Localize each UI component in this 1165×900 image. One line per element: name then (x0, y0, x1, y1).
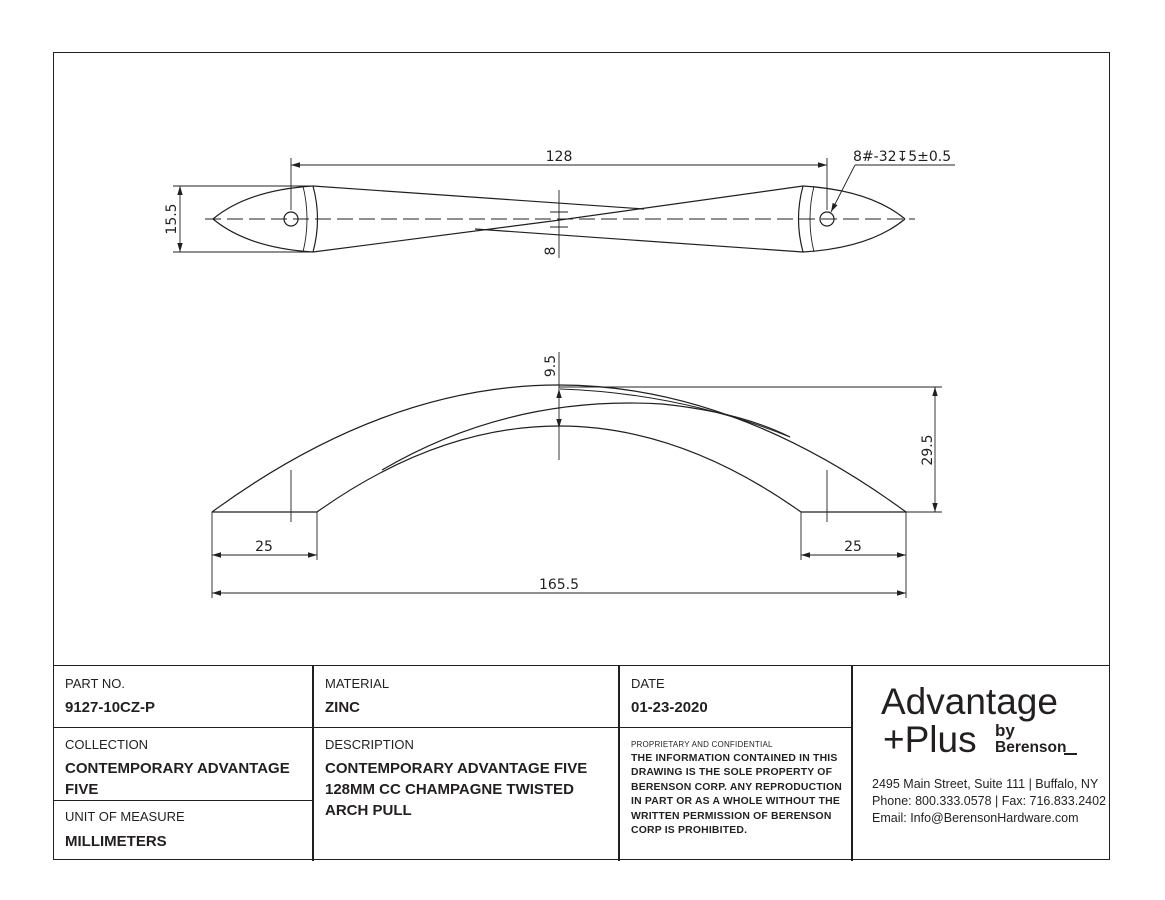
brand-cell: Advantage +Plus by Berenson 2495 Main St… (853, 666, 1110, 861)
dim-label-8: 8 (543, 247, 559, 256)
collection-value-line2: FIVE (65, 781, 99, 798)
hole-callout-leader (830, 164, 856, 213)
description-value-line2: 128MM CC CHAMPAGNE TWISTED (325, 781, 574, 798)
left-end-cap-curve (312, 185, 319, 253)
right-end-cap-curve (797, 185, 804, 253)
proprietary-line: IN PART OR AS A WHOLE WITHOUT THE (631, 796, 841, 808)
part-number-label: PART NO. (65, 676, 125, 691)
collection-cell: COLLECTION CONTEMPORARY ADVANTAGE FIVE (53, 728, 312, 800)
company-email: Email: Info@BerensonHardware.com (872, 811, 1079, 825)
date-label: DATE (631, 676, 665, 691)
dim-label-15-5: 15.5 (164, 203, 180, 234)
material-cell: MATERIAL ZINC (313, 666, 618, 727)
title-block-divider (851, 666, 853, 861)
dim-label-165-5: 165.5 (539, 577, 579, 593)
proprietary-heading: PROPRIETARY AND CONFIDENTIAL (631, 740, 773, 749)
title-block: PART NO. 9127-10CZ-P MATERIAL ZINC DATE … (53, 665, 1110, 861)
brand-logo-by: by (995, 721, 1015, 740)
unit-label: UNIT OF MEASURE (65, 809, 185, 824)
part-number-cell: PART NO. 9127-10CZ-P (53, 666, 312, 727)
proprietary-line: CORP IS PROHIBITED. (631, 825, 748, 837)
dim-label-25-right: 25 (844, 539, 862, 555)
bar-edge (312, 185, 645, 210)
proprietary-line: BERENSON CORP. ANY REPRODUCTION (631, 781, 842, 793)
right-mounting-hole (819, 211, 835, 227)
left-end-cap (212, 185, 314, 253)
description-label: DESCRIPTION (325, 737, 414, 752)
unit-cell: UNIT OF MEASURE MILLIMETERS (53, 801, 312, 861)
title-block-row-divider (53, 800, 312, 801)
unit-value: MILLIMETERS (65, 833, 167, 850)
description-cell: DESCRIPTION CONTEMPORARY ADVANTAGE FIVE … (313, 728, 618, 861)
title-block-row-divider (53, 727, 851, 728)
company-phone: Phone: 800.333.0578 | Fax: 716.833.2402 (872, 794, 1106, 808)
brand-logo-advantage: Advantage (881, 681, 1058, 722)
title-block-divider (312, 666, 314, 861)
proprietary-cell: PROPRIETARY AND CONFIDENTIAL THE INFORMA… (619, 666, 851, 861)
date-value: 01-23-2020 (631, 699, 708, 716)
company-address: 2495 Main Street, Suite 111 | Buffalo, N… (872, 777, 1099, 791)
title-block-divider (618, 666, 620, 861)
collection-label: COLLECTION (65, 737, 149, 752)
description-value-line1: CONTEMPORARY ADVANTAGE FIVE (325, 760, 588, 777)
dim-label-128: 128 (546, 149, 573, 165)
proprietary-line: THE INFORMATION CONTAINED IN THIS (631, 753, 838, 764)
top-view (173, 158, 955, 258)
proprietary-notice: THE INFORMATION CONTAINED IN THIS DRAWIN… (631, 752, 843, 838)
arch-twist-curve (381, 402, 791, 471)
date-cell: DATE 01-23-2020 (619, 666, 851, 727)
description-value-line3: ARCH PULL (325, 802, 412, 819)
hole-callout-label: 8#-32↧5±0.5 (853, 149, 951, 165)
drawing-sheet-border (53, 52, 1110, 860)
brand-logo-underline (1064, 753, 1077, 755)
right-end-cap (802, 185, 906, 253)
brand-logo-plus: +Plus (883, 719, 977, 760)
technical-drawing: 128 15.5 8 8#-32↧5±0.5 9.5 29. (164, 149, 955, 598)
dim-label-29-5: 29.5 (920, 434, 936, 465)
collection-value-line1: CONTEMPORARY ADVANTAGE (65, 760, 290, 777)
left-mounting-hole (283, 211, 299, 227)
dim-label-9-5: 9.5 (543, 355, 559, 377)
side-view (211, 352, 942, 598)
proprietary-line: WRITTEN PERMISSION OF BERENSON (631, 810, 832, 822)
dim-label-25-left: 25 (255, 539, 273, 555)
material-value: ZINC (325, 699, 360, 716)
proprietary-line: DRAWING IS THE SOLE PROPERTY OF (631, 767, 833, 779)
brand-logo-berenson: Berenson (995, 739, 1067, 756)
material-label: MATERIAL (325, 676, 390, 691)
part-number-value: 9127-10CZ-P (65, 699, 156, 716)
